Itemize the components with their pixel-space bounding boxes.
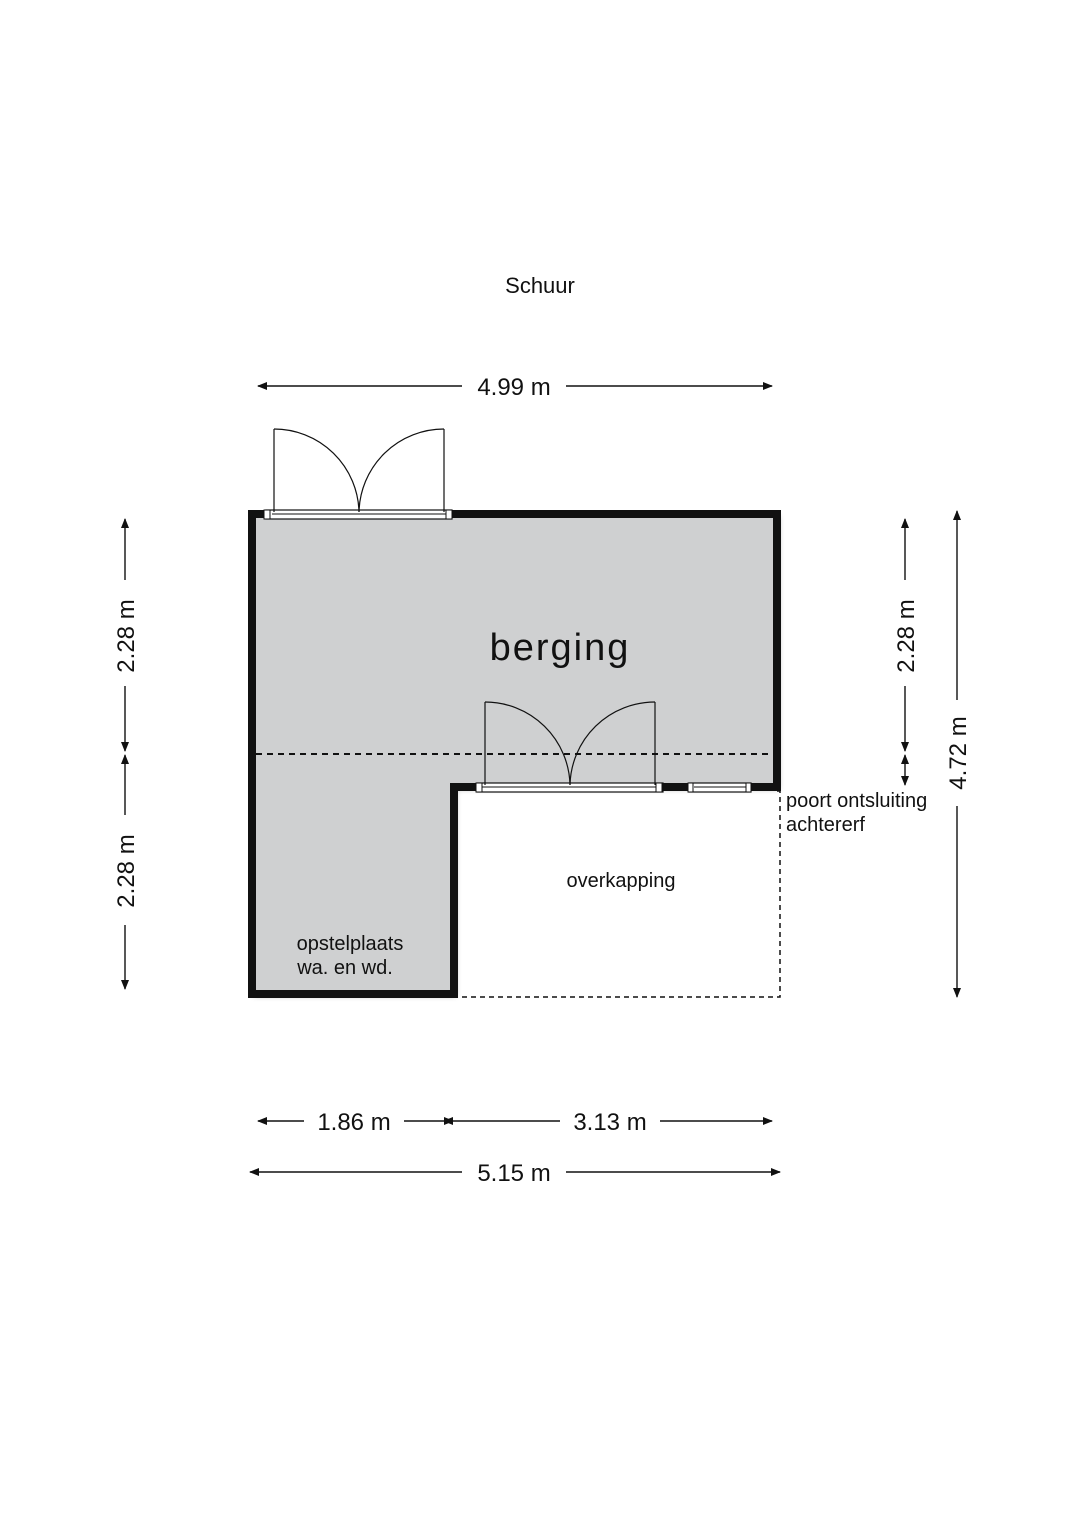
room-label-berging: berging	[490, 627, 631, 669]
label-poort-2: achtererf	[786, 814, 865, 836]
exterior-walls	[248, 510, 781, 998]
top-double-door	[263, 428, 453, 520]
dim-bottom-total-label: 5.15 m	[477, 1160, 550, 1187]
dim-top-width-label: 4.99 m	[477, 374, 550, 401]
window	[687, 782, 752, 793]
overkapping-outline	[458, 790, 781, 998]
dim-right-total-label: 4.72 m	[945, 716, 972, 789]
room-label-opstelplaats-1: opstelplaats	[297, 933, 404, 955]
dim-bottom-left-label: 1.86 m	[317, 1109, 390, 1136]
dim-top-width: 4.99 m	[257, 374, 773, 401]
plan-title: Schuur	[505, 273, 575, 298]
dim-left-lower: 2.28 m	[113, 754, 140, 990]
dim-bottom-left: 1.86 m	[257, 1109, 454, 1136]
dim-left-lower-label: 2.28 m	[113, 834, 140, 907]
dim-bottom-total: 5.15 m	[249, 1160, 781, 1187]
inner-double-door	[475, 701, 664, 793]
room-label-overkapping: overkapping	[567, 870, 676, 892]
room-label-opstelplaats-2: wa. en wd.	[296, 957, 393, 979]
dim-right-total: 4.72 m	[945, 510, 972, 998]
label-poort-1: poort ontsluiting	[786, 790, 927, 812]
dim-left-upper-label: 2.28 m	[113, 599, 140, 672]
dim-bottom-right: 3.13 m	[443, 1109, 773, 1136]
dim-right-inner: 2.28 m	[893, 518, 920, 786]
dim-left-upper: 2.28 m	[113, 518, 140, 752]
dim-bottom-right-label: 3.13 m	[573, 1109, 646, 1136]
dim-right-inner-label: 2.28 m	[893, 599, 920, 672]
